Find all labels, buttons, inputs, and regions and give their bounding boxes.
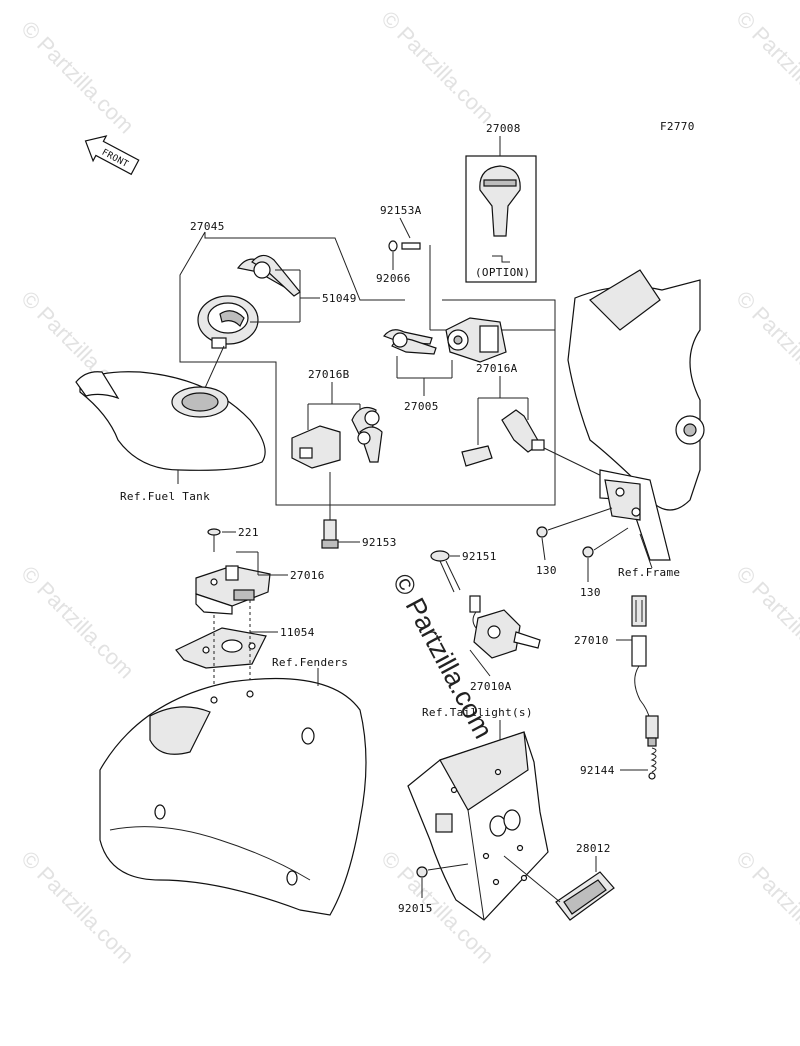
ref-fuel-tank: Ref.Fuel Tank [120, 490, 210, 503]
license-plate-bracket [407, 731, 549, 921]
watermark: © Partzilla.com [731, 846, 800, 969]
part-number-27016A: 27016A [476, 362, 518, 375]
part-number-27010A: 27010A [470, 680, 512, 693]
part-number-130: 130 [536, 564, 557, 577]
ref-fenders: Ref.Fenders [272, 656, 348, 669]
part-number-27005: 27005 [404, 400, 439, 413]
spring-icon [648, 747, 657, 780]
part-number-92015: 92015 [398, 902, 433, 915]
screw-icon [401, 242, 421, 250]
rear-fender [99, 677, 367, 916]
part-number-92153A: 92153A [380, 204, 422, 217]
part-number-27016: 27016 [290, 569, 325, 582]
part-number-130: 130 [580, 586, 601, 599]
part-number-11054: 11054 [280, 626, 315, 639]
part-number-221: 221 [238, 526, 259, 539]
watermark: © Partzilla.com [731, 286, 800, 409]
front-arrow-icon: FRONT [84, 135, 140, 176]
keys-icon [383, 329, 437, 355]
base-plate-icon [175, 627, 267, 669]
part-number-27010: 27010 [574, 634, 609, 647]
part-number-28012: 28012 [576, 842, 611, 855]
reflector-icon [555, 871, 615, 921]
watermark: © Partzilla.com [731, 6, 800, 129]
bolt-icon [430, 550, 461, 593]
brake-switch-icon [469, 595, 541, 659]
bolt-icon [321, 519, 339, 549]
latch-bracket-icon [195, 565, 271, 615]
option-label: (OPTION) [475, 266, 530, 279]
watermark: © Partzilla.com [16, 561, 139, 684]
watermark: © Partzilla.com [731, 561, 800, 684]
part-number-27045: 27045 [190, 220, 225, 233]
frame [567, 269, 705, 561]
bolt-icon [536, 526, 548, 538]
figure-code: F2770 [660, 120, 695, 133]
keys-icon [351, 407, 383, 463]
part-number-27008: 27008 [486, 122, 521, 135]
watermark: © Partzilla.com [16, 16, 139, 139]
brake-light-switch-icon [631, 595, 659, 747]
lock-assembly-icon [461, 409, 545, 467]
fuel-tank [75, 345, 266, 484]
part-number-27016B: 27016B [308, 368, 350, 381]
part-number-92151: 92151 [462, 550, 497, 563]
bolt-icon [582, 546, 594, 558]
part-number-92144: 92144 [580, 764, 615, 777]
nut-icon [416, 866, 428, 878]
ref-frame: Ref.Frame [618, 566, 680, 579]
washer-icon [388, 240, 398, 252]
screw-icon [207, 528, 221, 552]
seat-lock-icon [291, 425, 341, 469]
part-number-92153: 92153 [362, 536, 397, 549]
keys-icon [236, 254, 301, 297]
fuel-cap-icon [197, 295, 259, 349]
watermark: © Partzilla.com [376, 6, 499, 129]
ref-taillight: Ref.Taillight(s) [422, 706, 533, 719]
part-number-51049: 51049 [322, 292, 357, 305]
option-key-box: (OPTION) [465, 155, 537, 283]
ignition-switch-icon [445, 317, 507, 363]
part-number-92066: 92066 [376, 272, 411, 285]
